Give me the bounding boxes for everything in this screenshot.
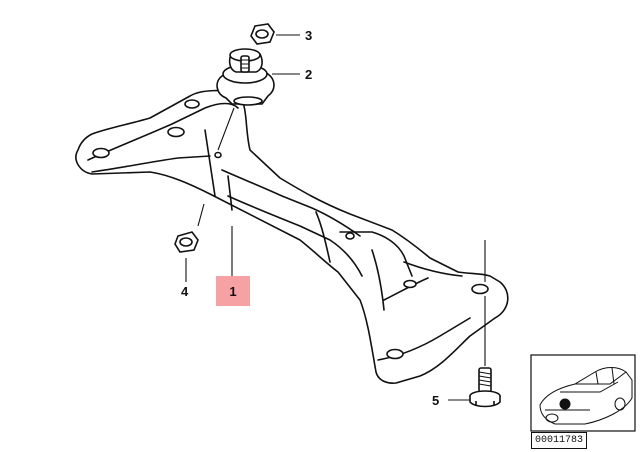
nut (250, 23, 275, 45)
callout-1: 1 (229, 283, 237, 299)
diagram-code: 00011783 (531, 432, 587, 449)
crossmember (75, 89, 509, 384)
callout-2: 2 (305, 67, 312, 82)
diagram-code-text: 00011783 (534, 435, 583, 446)
bolt (469, 367, 501, 408)
callout-5: 5 (432, 393, 439, 408)
callout-1-highlight: 1 (216, 276, 250, 306)
car-thumbnail (530, 354, 636, 432)
rubber-mount (216, 48, 275, 106)
callout-4: 4 (181, 284, 189, 299)
callout-3: 3 (305, 28, 312, 43)
location-marker-icon (559, 398, 571, 410)
small-nut (174, 231, 199, 253)
car-silhouette-icon (539, 367, 633, 425)
leader-lines (185, 34, 486, 401)
